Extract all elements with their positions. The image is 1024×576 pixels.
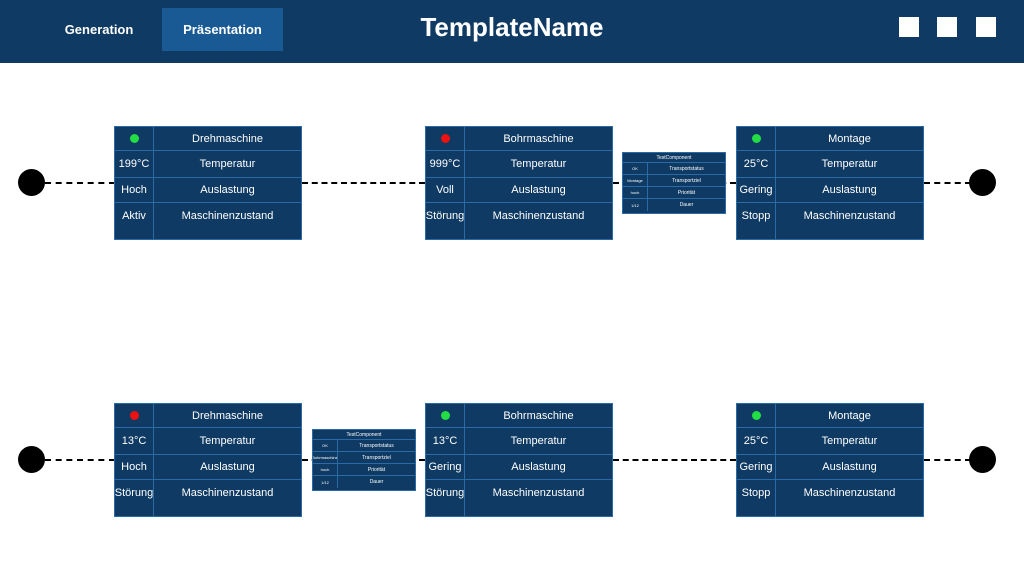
transport-status-value: OK <box>313 440 338 451</box>
transport-status-value: OK <box>623 163 648 174</box>
temperature-label: Temperatur <box>821 435 878 447</box>
load-label: Auslastung <box>822 184 877 196</box>
temperature-value: 13°C <box>115 428 154 454</box>
window-button-1[interactable] <box>899 17 919 37</box>
transport-priority-value: hoch <box>313 464 338 475</box>
temperature-label: Temperatur <box>821 158 878 170</box>
window-button-2[interactable] <box>937 17 957 37</box>
temperature-value: 25°C <box>737 428 776 454</box>
end-node <box>969 446 996 473</box>
transport-duration-label: Dauer <box>679 202 694 208</box>
transport-duration-value: 1/12 <box>313 476 338 488</box>
load-value: Gering <box>737 455 776 479</box>
state-label: Maschinenzustand <box>492 209 585 222</box>
transport-duration-value: 1/12 <box>623 199 648 211</box>
transport-title: TestComponent <box>623 153 725 163</box>
connector-line <box>45 459 115 461</box>
machine-name: Bohrmaschine <box>503 132 574 145</box>
machine-name: Drehmaschine <box>192 132 263 145</box>
temperature-label: Temperatur <box>199 435 256 447</box>
status-indicator-icon <box>751 411 761 420</box>
load-value: Hoch <box>115 455 154 479</box>
machine-name: Bohrmaschine <box>503 409 574 422</box>
state-label: Maschinenzustand <box>492 486 585 499</box>
connector-line <box>924 459 971 461</box>
temperature-value: 999°C <box>426 151 465 177</box>
transport-target-value: Montage <box>623 175 648 186</box>
transport-status-label: Transportstatus <box>669 165 704 172</box>
load-value: Hoch <box>115 178 154 202</box>
machine-name: Montage <box>828 132 871 145</box>
connector-line <box>924 182 971 184</box>
load-label: Auslastung <box>511 461 566 473</box>
status-indicator-icon <box>129 411 139 420</box>
transport-title: TestComponent <box>313 430 415 440</box>
temperature-value: 13°C <box>426 428 465 454</box>
transport-priority-label: Priorität <box>677 189 696 196</box>
machine-card[interactable]: Bohrmaschine 999°C Temperatur Voll Ausla… <box>425 126 613 240</box>
machine-card[interactable]: Bohrmaschine 13°C Temperatur Gering Ausl… <box>425 403 613 517</box>
load-label: Auslastung <box>200 461 255 473</box>
load-label: Auslastung <box>200 184 255 196</box>
temperature-value: 199°C <box>115 151 154 177</box>
connector-line <box>302 182 425 184</box>
state-value: Stopp <box>737 203 776 228</box>
transport-target-label: Transportziel <box>362 454 391 461</box>
machine-card[interactable]: Drehmaschine 13°C Temperatur Hoch Auslas… <box>114 403 302 517</box>
load-label: Auslastung <box>822 461 877 473</box>
state-value: Störung <box>426 480 465 505</box>
state-label: Maschinenzustand <box>803 486 896 499</box>
start-node <box>18 446 45 473</box>
state-value: Störung <box>426 203 465 228</box>
machine-card[interactable]: Montage 25°C Temperatur Gering Auslastun… <box>736 126 924 240</box>
machine-card[interactable]: Montage 25°C Temperatur Gering Auslastun… <box>736 403 924 517</box>
state-label: Maschinenzustand <box>803 209 896 222</box>
top-bar: Generation Präsentation TemplateName <box>0 0 1024 63</box>
state-label: Maschinenzustand <box>181 486 274 499</box>
tab-generation[interactable]: Generation <box>64 22 134 37</box>
transport-card[interactable]: TestComponent OK Transportstatus Montage… <box>622 152 726 214</box>
temperature-label: Temperatur <box>510 158 567 170</box>
transport-status-label: Transportstatus <box>359 442 394 449</box>
state-value: Aktiv <box>115 203 154 228</box>
machine-card[interactable]: Drehmaschine 199°C Temperatur Hoch Ausla… <box>114 126 302 240</box>
temperature-label: Temperatur <box>199 158 256 170</box>
state-value: Störung <box>115 480 154 505</box>
load-value: Gering <box>737 178 776 202</box>
status-indicator-icon <box>751 134 761 143</box>
load-value: Voll <box>426 178 465 202</box>
connector-line <box>45 182 115 184</box>
end-node <box>969 169 996 196</box>
state-value: Stopp <box>737 480 776 505</box>
connector-line <box>613 459 736 461</box>
load-label: Auslastung <box>511 184 566 196</box>
page-title: TemplateName <box>420 12 604 42</box>
transport-priority-value: hoch <box>623 187 648 198</box>
transport-target-label: Transportziel <box>672 177 701 184</box>
transport-duration-label: Dauer <box>369 479 384 485</box>
tab-praesentation[interactable]: Präsentation <box>162 8 283 51</box>
start-node <box>18 169 45 196</box>
state-label: Maschinenzustand <box>181 209 274 222</box>
transport-card[interactable]: TestComponent OK Transportstatus Bohrmas… <box>312 429 416 491</box>
window-button-3[interactable] <box>976 17 996 37</box>
machine-name: Montage <box>828 409 871 422</box>
status-indicator-icon <box>440 411 450 420</box>
temperature-value: 25°C <box>737 151 776 177</box>
status-indicator-icon <box>440 134 450 143</box>
transport-target-value: Bohrmaschine <box>313 452 338 463</box>
status-indicator-icon <box>129 134 139 143</box>
load-value: Gering <box>426 455 465 479</box>
transport-priority-label: Priorität <box>367 466 386 473</box>
temperature-label: Temperatur <box>510 435 567 447</box>
machine-name: Drehmaschine <box>192 409 263 422</box>
